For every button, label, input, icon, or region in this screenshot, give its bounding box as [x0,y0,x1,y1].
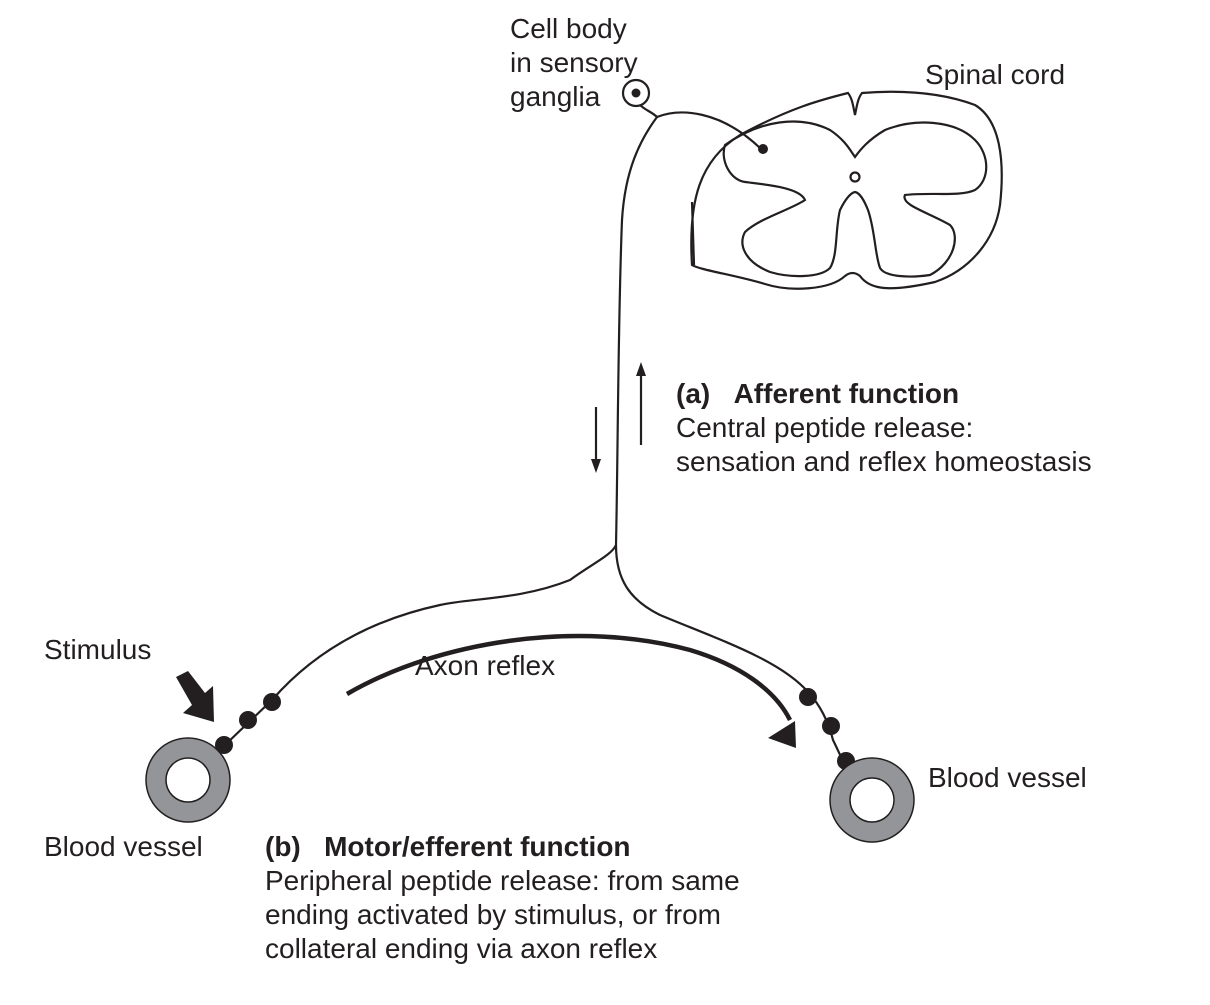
stimulus-arrow-icon [176,671,214,722]
down-arrow-head [591,459,601,473]
varicosity [263,693,281,711]
motor-line: collateral ending via axon reflex [265,933,658,964]
central-terminal [758,144,768,154]
cell-body-label: Cell body in sensory ganglia [510,12,638,114]
cell-body-line: in sensory [510,47,638,78]
blood-vessel-left-label: Blood vessel [44,831,203,862]
axon-reflex-arc [345,633,793,722]
motor-heading: (b) Motor/efferent function [265,830,740,864]
axon-to-cord [656,111,761,149]
motor-line: ending activated by stimulus, or from [265,899,721,930]
stimulus-label: Stimulus [44,634,152,665]
collateral-axon [614,544,848,769]
spinal-cord-outline [690,90,1003,290]
varicosity [239,711,257,729]
sensory-axon [271,104,659,701]
afferent-heading: (a) Afferent function [676,377,1092,411]
blood-vessel-right-lumen [849,777,895,823]
motor-tag: (b) [265,831,301,862]
motor-function-block: (b) Motor/efferent function Peripheral p… [265,830,740,966]
varicosity [799,688,817,706]
varicosity [215,736,233,754]
afferent-title: Afferent function [733,378,960,409]
central-canal [849,171,861,183]
cell-body-line: ganglia [510,81,601,112]
motor-line: Peripheral peptide release: from same [265,865,740,896]
cord-stub [690,201,696,266]
afferent-tag: (a) [676,378,711,409]
varicosity [822,717,840,735]
axon-reflex-arrowhead [768,721,796,748]
blood-vessel-right-label: Blood vessel [928,762,1087,793]
cell-nucleus [631,88,641,98]
cell-body-icon [621,78,651,108]
axon-reflex-label: Axon reflex [415,650,556,681]
afferent-line: sensation and reflex homeostasis [676,446,1092,477]
spinal-cord-label: Spinal cord [925,59,1066,90]
afferent-function-block: (a) Afferent function Central peptide re… [676,377,1092,479]
blood-vessel-left-lumen [165,757,211,803]
grey-matter-outline [722,120,988,278]
cell-body-line: Cell body [510,13,627,44]
motor-title: Motor/efferent function [324,831,631,862]
afferent-line: Central peptide release: [676,412,974,443]
up-arrow-head [636,362,646,376]
